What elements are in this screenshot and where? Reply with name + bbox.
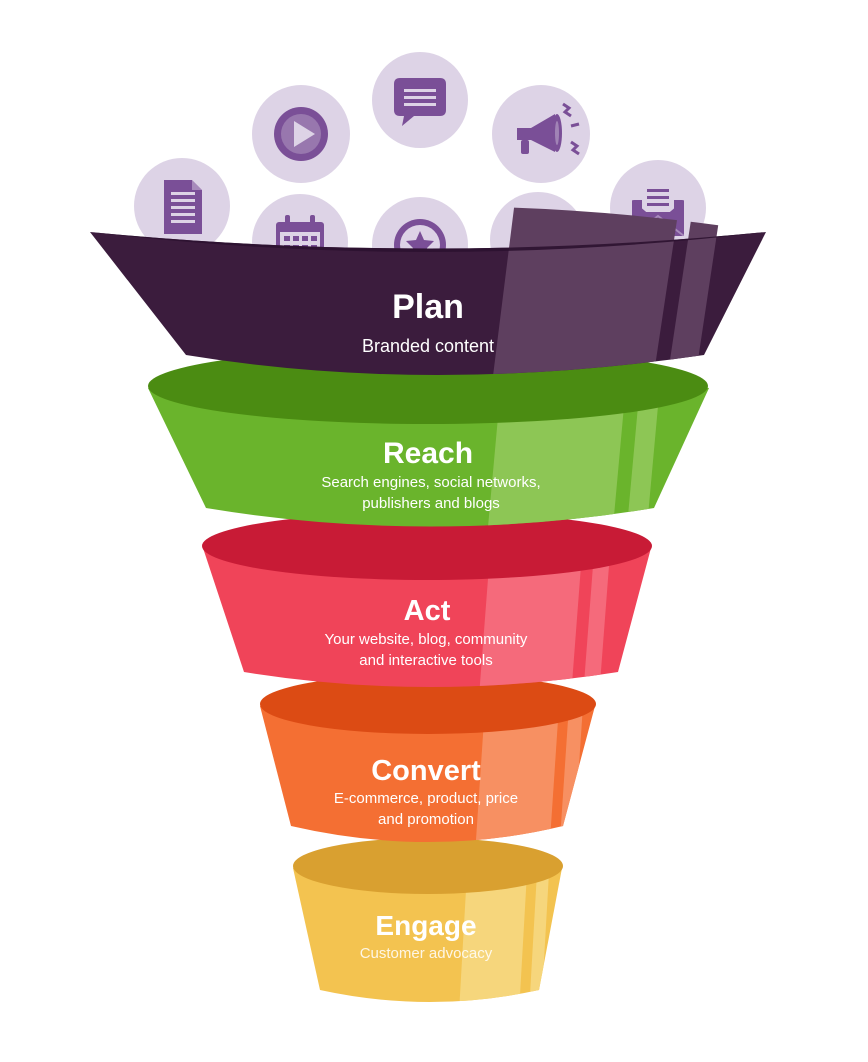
plan-rim-edge <box>90 232 766 252</box>
play-icon <box>252 85 350 183</box>
act-description-line-2: and interactive tools <box>359 652 492 669</box>
stage-engage <box>293 838 563 1002</box>
stage-convert <box>260 674 596 842</box>
engage-rim <box>293 838 563 894</box>
act-title: Act <box>404 595 451 627</box>
chat-bubble-icon <box>372 52 468 148</box>
megaphone-icon <box>492 85 590 183</box>
convert-title: Convert <box>371 755 481 787</box>
engage-description-line-1: Customer advocacy <box>360 945 493 962</box>
convert-description-line-1: E-commerce, product, price <box>334 790 518 807</box>
stage-plan <box>90 206 766 375</box>
reach-description-line-2: publishers and blogs <box>362 495 500 512</box>
act-description-line-1: Your website, blog, community <box>325 631 528 648</box>
plan-description-line-1: Branded content <box>362 336 494 356</box>
act-rim <box>202 512 652 580</box>
convert-description-line-2: and promotion <box>378 811 474 828</box>
document-icon <box>134 158 230 254</box>
reach-description-line-1: Search engines, social networks, <box>321 474 540 491</box>
plan-title: Plan <box>392 288 464 326</box>
stage-act <box>202 512 652 687</box>
convert-rim <box>260 674 596 734</box>
engage-title: Engage <box>375 910 476 941</box>
plan-sheen <box>490 206 722 375</box>
reach-title: Reach <box>383 437 473 470</box>
stage-labels: Plan Branded content Reach Search engine… <box>321 288 540 962</box>
